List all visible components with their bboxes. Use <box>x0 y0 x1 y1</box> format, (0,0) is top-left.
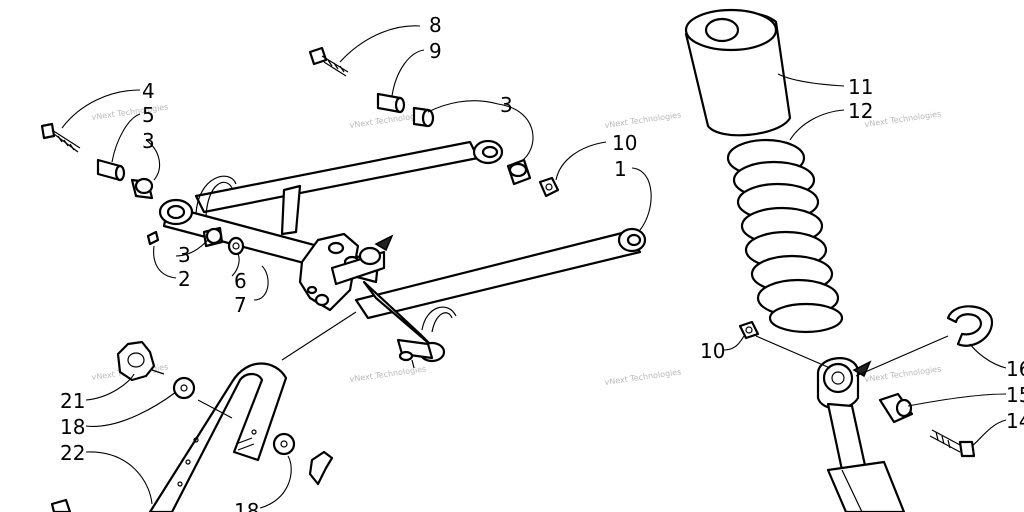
bolt-4 <box>40 122 81 153</box>
knob-21 <box>116 340 156 382</box>
strap-assembly <box>50 340 334 512</box>
watermark: vNext Technologies <box>604 110 682 130</box>
callout-1: 1 <box>614 157 627 181</box>
callout-6: 6 <box>234 269 247 293</box>
pointer-arrow <box>852 360 872 378</box>
callout-22: 22 <box>60 441 85 465</box>
callouts: 8 9 4 5 3 3 10 1 11 12 3 2 6 7 10 16 15 … <box>60 13 1024 512</box>
nut-10-top <box>538 176 560 198</box>
callout-5: 5 <box>142 103 155 127</box>
callout-15: 15 <box>1006 383 1024 407</box>
pivot-hardware <box>40 46 560 256</box>
callout-3: 3 <box>500 93 513 117</box>
callout-8: 8 <box>429 13 442 37</box>
callout-16: 16 <box>1006 357 1024 381</box>
bolt-14 <box>929 429 976 458</box>
shock-boot <box>684 8 792 137</box>
callout-11: 11 <box>848 75 873 99</box>
callout-3: 3 <box>142 129 155 153</box>
watermark: vNext Technologies <box>91 102 169 122</box>
nut-10-lower <box>738 320 760 340</box>
shock-absorber <box>738 305 994 512</box>
coil-spring <box>726 138 844 334</box>
callout-10: 10 <box>700 339 725 363</box>
leader-lines <box>61 25 1007 509</box>
callout-2: 2 <box>178 267 191 291</box>
wing-nut <box>308 450 334 486</box>
pointer-arrow <box>374 234 394 252</box>
callout-9: 9 <box>429 39 442 63</box>
callout-18: 18 <box>234 499 259 512</box>
bolt-8 <box>308 46 349 77</box>
callout-18: 18 <box>60 415 85 439</box>
watermark: vNext Technologies <box>864 109 942 129</box>
callout-3: 3 <box>178 243 191 267</box>
watermark: vNext Technologies <box>349 364 427 384</box>
callout-10: 10 <box>612 131 637 155</box>
watermark: vNext Technologies <box>604 367 682 387</box>
callout-21: 21 <box>60 389 85 413</box>
callout-12: 12 <box>848 99 873 123</box>
callout-7: 7 <box>234 293 247 317</box>
a-arm <box>158 139 647 369</box>
callout-4: 4 <box>142 79 155 103</box>
callout-14: 14 <box>1006 409 1024 433</box>
